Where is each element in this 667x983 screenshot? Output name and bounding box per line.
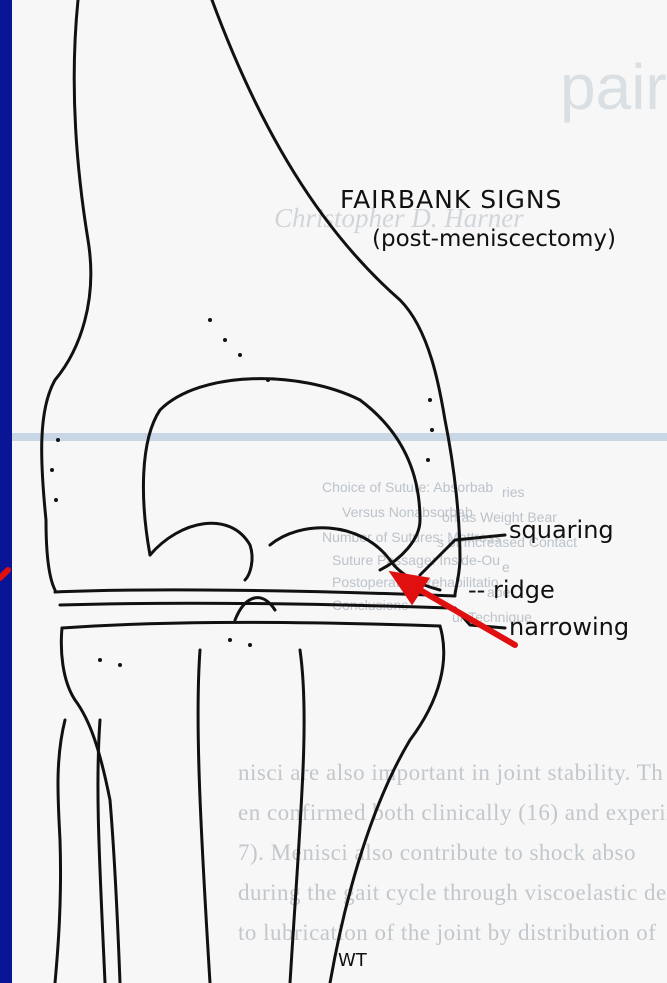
squaring-mark <box>420 535 505 575</box>
fibula-head <box>55 720 65 983</box>
tibia-outline-left <box>61 628 120 983</box>
joint-line <box>55 590 455 596</box>
tibia-plateau <box>62 622 440 628</box>
red-arrow-left-stub <box>0 570 8 578</box>
intercondylar-notch <box>143 379 420 570</box>
figure-subtitle: (post-meniscectomy) <box>372 226 616 252</box>
tibia-spine <box>235 598 275 620</box>
red-arrowhead-ridge <box>395 575 425 600</box>
figure-title: FAIRBANK SIGNS <box>340 185 562 214</box>
femur-outline-left <box>42 0 91 590</box>
artist-initials: WT <box>338 950 367 971</box>
joint-line-lower <box>60 603 450 608</box>
tibia-cortex-inner-2 <box>290 650 304 983</box>
trabecular-marks <box>50 318 434 667</box>
tibia-outline-right <box>330 626 444 983</box>
label-ridge: -- ridge <box>468 576 555 604</box>
label-narrowing: narrowing <box>509 613 629 641</box>
label-squaring: squaring <box>509 516 614 544</box>
condyle-lateral <box>150 523 252 580</box>
tibia-cortex-inner <box>198 650 210 983</box>
femur-outline-right <box>212 0 460 595</box>
